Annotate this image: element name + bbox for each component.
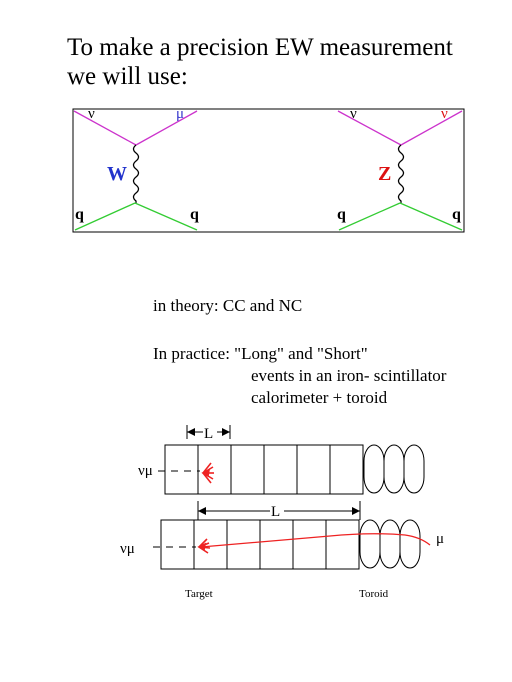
short-event-detector: L νμ — [138, 425, 425, 495]
label-mu-out: μ — [176, 106, 184, 122]
toroid-coil — [403, 444, 425, 494]
long-length-label: L — [271, 504, 280, 520]
label-w-boson: W — [107, 163, 127, 185]
quark-line-out — [134, 202, 198, 231]
feynman-diagram-z: ν ν Z q q — [337, 106, 463, 231]
lepton-line-out — [400, 110, 463, 146]
quark-line-in — [74, 202, 136, 231]
practice-line-2: events in an iron- scintillator — [251, 366, 447, 385]
z-boson-propagator — [397, 144, 405, 203]
quark-line-out — [399, 202, 463, 231]
feynman-diagram-w: ν μ W q q — [73, 106, 199, 231]
title-line-1: To make a precision EW measurement — [67, 34, 453, 61]
label-quark-in: q — [337, 206, 346, 223]
practice-line-3: calorimeter + toroid — [251, 388, 388, 407]
muon-track — [200, 533, 431, 548]
toroid-coil — [379, 519, 401, 569]
practice-line-1: In practice: "Long" and "Short" — [153, 344, 368, 363]
label-nu-in: ν — [88, 106, 95, 122]
lepton-line-out — [135, 110, 198, 146]
w-boson-propagator — [132, 144, 140, 203]
title-line-2: we will use: — [67, 63, 188, 90]
toroid-coil — [399, 519, 421, 569]
target-label: Target — [185, 588, 213, 600]
toroid-coil — [359, 519, 381, 569]
lepton-line-in — [337, 110, 402, 146]
short-length-label: L — [204, 426, 213, 442]
label-quark-out: q — [452, 206, 461, 223]
label-nu-out: ν — [441, 106, 448, 122]
toroid-coil — [383, 444, 405, 494]
page-title: To make a precision EW measurement we wi… — [67, 33, 453, 91]
feynman-frame — [72, 108, 465, 233]
short-shower — [201, 462, 214, 484]
toroid-coil — [363, 444, 385, 494]
theory-text: in theory: CC and NC — [153, 296, 303, 315]
label-nu-in: ν — [350, 106, 357, 122]
long-beam-label: νμ — [120, 541, 135, 557]
label-quark-in: q — [75, 206, 84, 223]
short-beam-label: νμ — [138, 463, 153, 479]
quark-line-in — [338, 202, 401, 231]
long-event-detector: L νμ μ Target Toroid — [120, 501, 444, 600]
label-quark-out: q — [190, 206, 199, 223]
long-length-label-bg — [270, 503, 284, 518]
muon-label: μ — [436, 531, 444, 547]
practice-text: In practice: "Long" and "Short" events i… — [153, 343, 446, 409]
short-length-label-bg — [203, 425, 217, 439]
lepton-line-in — [73, 110, 137, 146]
label-z-boson: Z — [378, 163, 391, 185]
toroid-label: Toroid — [359, 588, 389, 600]
